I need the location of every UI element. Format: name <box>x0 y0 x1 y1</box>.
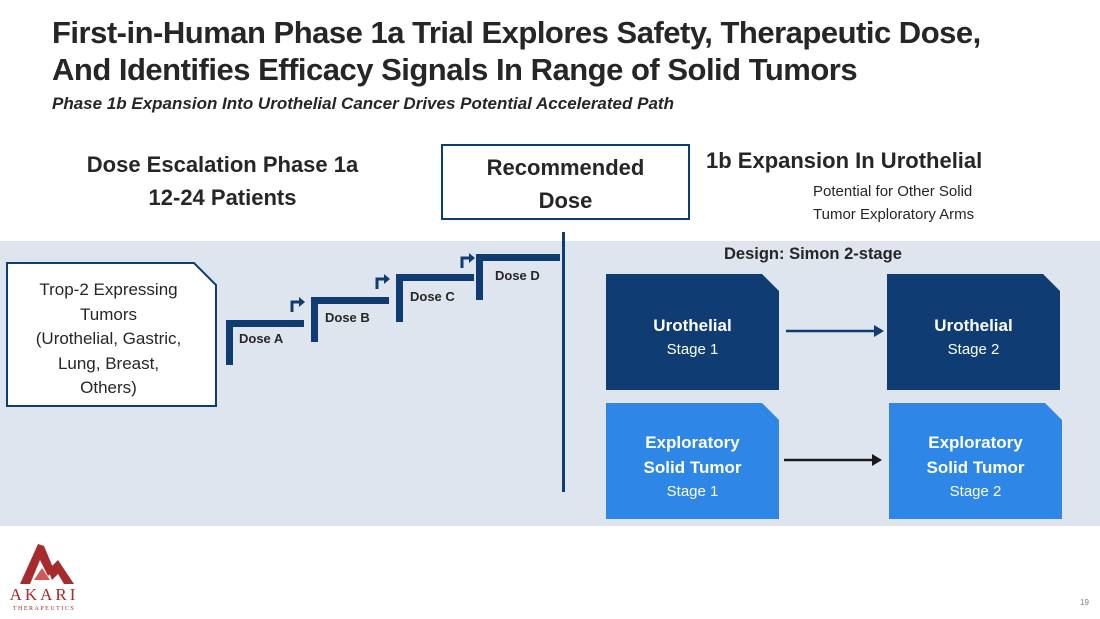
step-b-riser <box>311 297 318 342</box>
stage-name: Urothelial <box>653 316 732 335</box>
urothelial-stage-2-box: Urothelial Stage 2 <box>887 274 1060 390</box>
dose-b-label: Dose B <box>325 310 370 325</box>
stage-name: Urothelial <box>934 316 1013 335</box>
stage-number: Stage 2 <box>947 341 1000 358</box>
escalation-heading: Dose Escalation Phase 1a 12-24 Patients <box>40 148 405 214</box>
dose-d-label: Dose D <box>495 268 540 283</box>
stage-number: Stage 2 <box>949 483 1002 500</box>
akari-logo-tagline: THERAPEUTICS <box>12 606 76 612</box>
stage-name-line-2: Solid Tumor <box>643 458 742 477</box>
stage-name: Exploratory <box>645 433 740 452</box>
phase-divider-line <box>562 232 565 492</box>
stage-box-shape <box>606 403 779 519</box>
arrowhead-icon <box>469 253 475 263</box>
tumor-line: Lung, Breast, <box>57 353 160 373</box>
tumor-line: (Urothelial, Gastric, <box>35 329 182 348</box>
exploratory-stage-arrow-icon <box>784 454 882 466</box>
exploratory-stage-1-box: Exploratory Solid Tumor Stage 1 <box>606 403 779 519</box>
arrowhead-icon <box>384 274 390 284</box>
step-up-arrow-icon <box>460 256 470 268</box>
title-line-2: And Identifies Efficacy Signals In Range… <box>52 52 858 87</box>
stage-number: Stage 1 <box>666 341 719 358</box>
step-d-riser <box>476 254 483 300</box>
tumor-line: Others) <box>80 378 137 397</box>
tumor-population-box: Trop-2 Expressing Tumors (Urothelial, Ga… <box>6 262 217 407</box>
slide-subtitle: Phase 1b Expansion Into Urothelial Cance… <box>52 94 674 113</box>
recommended-line-1: Recommended <box>486 155 645 180</box>
stage-number: Stage 1 <box>666 483 719 500</box>
arrowhead-icon <box>299 297 305 307</box>
step-c-tread <box>396 274 474 281</box>
dose-a-label: Dose A <box>239 331 284 346</box>
expansion-sub-line-1: Potential for Other Solid <box>813 183 973 200</box>
step-a-tread <box>226 320 304 327</box>
tumor-box-shape <box>6 262 217 407</box>
urothelial-stage-1-box: Urothelial Stage 1 <box>606 274 779 390</box>
escalation-heading-line-1: Dose Escalation Phase 1a <box>86 152 359 177</box>
tumor-line: Trop-2 Expressing <box>39 280 178 299</box>
urothelial-stage-arrow-icon <box>786 325 884 337</box>
step-a-riser <box>226 320 233 365</box>
step-up-arrow-icon <box>290 300 300 312</box>
page-number: 19 <box>1080 598 1089 607</box>
step-b-tread <box>311 297 389 304</box>
dose-c-label: Dose C <box>410 289 455 304</box>
stage-name-line-2: Solid Tumor <box>926 458 1025 477</box>
akari-logo-mark-icon <box>20 544 74 584</box>
step-c-riser <box>396 274 403 322</box>
expansion-subheading: Potential for Other Solid Tumor Explorat… <box>813 180 974 226</box>
tumor-population-text: Trop-2 Expressing Tumors (Urothelial, Ga… <box>6 278 211 401</box>
expansion-sub-line-2: Tumor Exploratory Arms <box>813 206 975 223</box>
escalation-heading-line-2: 12-24 Patients <box>148 185 297 210</box>
recommended-dose-box: Recommended Dose <box>441 144 690 220</box>
stage-box-shape <box>606 274 779 390</box>
stage-name: Exploratory <box>928 433 1023 452</box>
stage-box-shape <box>889 403 1062 519</box>
title-line-1: First-in-Human Phase 1a Trial Explores S… <box>52 15 981 50</box>
stage-box-shape <box>887 274 1060 390</box>
slide-title: First-in-Human Phase 1a Trial Explores S… <box>52 14 1092 88</box>
design-label: Design: Simon 2-stage <box>724 245 902 263</box>
akari-logo-wordmark: AKARI <box>9 585 79 604</box>
expansion-heading: 1b Expansion In Urothelial <box>706 148 983 173</box>
recommended-line-2: Dose <box>538 188 593 213</box>
step-d-tread <box>476 254 560 261</box>
tumor-line: Tumors <box>80 304 137 324</box>
step-up-arrow-icon <box>375 277 385 289</box>
step-up-arrows <box>290 256 470 312</box>
exploratory-stage-2-box: Exploratory Solid Tumor Stage 2 <box>889 403 1062 519</box>
